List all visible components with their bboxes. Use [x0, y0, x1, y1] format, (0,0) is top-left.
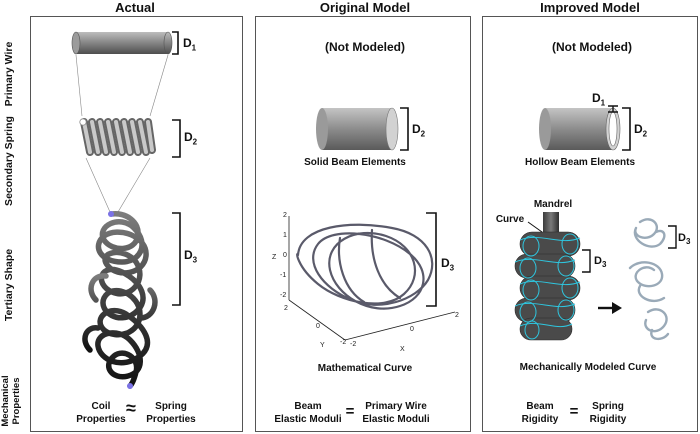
d2-bracket-improved [622, 107, 631, 151]
d3-label-improved-mandrel: D3 [594, 255, 607, 270]
solid-beam-cylinder [316, 107, 399, 151]
d1-label-improved: D1 [592, 91, 606, 108]
improved-curve-caption: Mechanically Modeled Curve [519, 362, 657, 373]
z-tick-1: 1 [283, 232, 287, 239]
panel-improved-model [482, 16, 698, 432]
d2-bracket-actual [172, 119, 181, 158]
transform-arrow [598, 302, 622, 314]
original-eq-symbol: = [345, 403, 355, 420]
d1-bracket-improved [608, 105, 618, 113]
mandrel-label: Mandrel [533, 199, 573, 210]
original-eq-left: Beam Elastic Moduli [274, 401, 342, 425]
projection-lines-1 [75, 54, 169, 117]
axis-z-label: Z [272, 254, 277, 261]
mandrel-assembly [514, 212, 581, 341]
d3-bracket-improved-mandrel [582, 249, 591, 273]
x-tick-0: 0 [410, 326, 414, 333]
d2-bracket-original [400, 107, 409, 151]
math-curve [296, 223, 434, 310]
hollow-beam-cylinder [539, 107, 621, 151]
header-actual: Actual [115, 0, 155, 15]
mechanically-modeled-curve [628, 218, 670, 341]
improved-eq-right: Spring Rigidity [589, 401, 627, 425]
original-beam-caption: Solid Beam Elements [304, 157, 406, 168]
tertiary-tip-bottom [127, 383, 133, 389]
improved-eq-left: Beam Rigidity [521, 401, 559, 425]
d2-label-original: D2 [412, 122, 426, 139]
d2-label-improved: D2 [634, 122, 648, 139]
y-tick-neg2: -2 [340, 339, 347, 346]
curve-label: Curve [495, 214, 525, 225]
curve-pointer-line [527, 221, 543, 233]
d2-label-actual: D2 [184, 130, 198, 147]
improved-beam-caption: Hollow Beam Elements [524, 157, 636, 168]
y-tick-2: 2 [284, 305, 288, 312]
primary-wire-cylinder [71, 31, 173, 55]
d3-bracket-improved-curve [668, 225, 677, 249]
header-improved-model: Improved Model [540, 0, 640, 15]
panel-actual [30, 16, 243, 432]
d3-label-improved-curve: D3 [678, 232, 691, 247]
actual-eq-symbol: ≈ [126, 398, 136, 418]
z-tick-neg1: -1 [280, 272, 287, 279]
actual-eq-right: Spring Properties [146, 401, 196, 425]
panel-original-model [255, 16, 471, 432]
projection-lines-2 [85, 157, 151, 213]
original-eq-right: Primary Wire Elastic Moduli [362, 401, 430, 425]
tertiary-shape-coil [82, 211, 158, 389]
original-not-modeled: (Not Modeled) [325, 40, 405, 54]
z-tick-neg2: -2 [280, 292, 287, 299]
improved-not-modeled: (Not Modeled) [552, 40, 632, 54]
z-tick-0: 0 [283, 252, 287, 259]
d3-label-actual: D3 [184, 248, 198, 265]
d3-bracket-actual [172, 212, 181, 306]
d1-bracket-actual [172, 31, 179, 55]
axis-y-label: Y [320, 342, 325, 349]
original-curve-caption: Mathematical Curve [317, 363, 413, 374]
tertiary-tip-top [108, 211, 114, 217]
y-tick-0: 0 [316, 323, 320, 330]
math-curve-axes [288, 216, 456, 341]
d3-label-original: D3 [441, 256, 455, 273]
axis-x-label: X [400, 346, 405, 353]
actual-eq-left: Coil Properties [76, 401, 126, 425]
d3-bracket-original [426, 212, 437, 307]
improved-eq-symbol: = [569, 403, 579, 420]
d1-label-actual: D1 [183, 36, 197, 53]
x-tick-neg2: -2 [350, 341, 357, 348]
secondary-spring-coil [79, 118, 156, 156]
header-original-model: Original Model [319, 0, 411, 15]
x-tick-2: 2 [455, 312, 459, 319]
z-tick-2: 2 [283, 212, 287, 219]
